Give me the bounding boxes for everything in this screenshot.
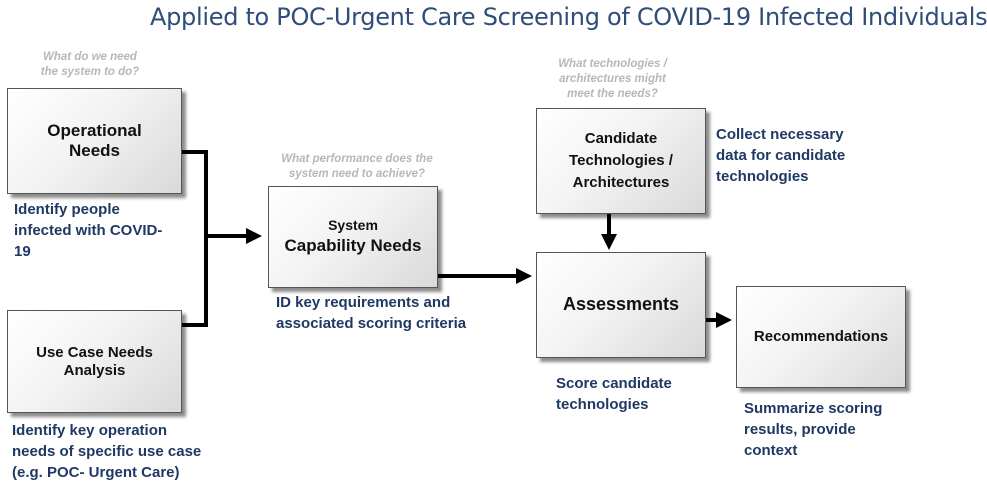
box-label-line: Analysis bbox=[63, 361, 126, 379]
note-line: Score candidate bbox=[556, 375, 672, 392]
operational-needs-box: Operational Needs bbox=[7, 88, 182, 194]
note-line: technologies bbox=[716, 168, 809, 185]
assessments-box: Assessments bbox=[536, 252, 706, 358]
box-label-line: Architectures bbox=[572, 174, 670, 191]
note-candidate: Collect necessary data for candidate tec… bbox=[716, 124, 845, 187]
box-label-line: Operational bbox=[47, 120, 142, 140]
note-line: data for candidate bbox=[716, 147, 846, 164]
system-capability-box: System Capability Needs bbox=[268, 186, 438, 288]
box-label-line: System bbox=[328, 217, 378, 234]
note-line: Collect necessary bbox=[716, 126, 844, 143]
note-line: Identify key operation bbox=[12, 422, 168, 439]
box-label-line: Needs bbox=[68, 141, 121, 160]
note-recommendations: Summarize scoring results, provide conte… bbox=[744, 398, 882, 461]
box-label-line: Use Case Needs bbox=[36, 343, 153, 361]
recommendations-box: Recommendations bbox=[736, 286, 906, 388]
question-technologies: What technologies / architectures might … bbox=[545, 57, 680, 102]
note-line: infected with COVID- bbox=[14, 222, 163, 239]
question-line: meet the needs? bbox=[567, 88, 658, 100]
note-line: ID key requirements and bbox=[276, 294, 451, 311]
question-capability: What performance does the system need to… bbox=[262, 152, 452, 182]
question-line: What do we need bbox=[43, 51, 137, 63]
use-case-needs-box: Use Case Needs Analysis bbox=[7, 310, 182, 413]
diagram-title: Applied to POC-Urgent Care Screening of … bbox=[150, 3, 987, 31]
note-line: context bbox=[744, 442, 798, 459]
note-line: needs of specific use case bbox=[12, 443, 202, 460]
note-operational: Identify people infected with COVID- 19 bbox=[14, 199, 162, 262]
question-line: What technologies / bbox=[558, 58, 667, 70]
question-line: What performance does the bbox=[281, 153, 433, 165]
box-label-line: Assessments bbox=[562, 294, 680, 315]
bracket-connector bbox=[182, 150, 208, 327]
box-label-line: Capability Needs bbox=[284, 236, 422, 256]
question-line: the system to do? bbox=[40, 66, 140, 78]
note-line: Identify people bbox=[14, 201, 120, 218]
connector-arrows bbox=[182, 150, 732, 328]
note-line: results, provide bbox=[744, 421, 856, 438]
question-line: system need to achieve? bbox=[288, 168, 426, 180]
candidate-technologies-box: Candidate Technologies / Architectures bbox=[536, 108, 706, 214]
note-assessments: Score candidate technologies bbox=[556, 373, 672, 415]
note-line: associated scoring criteria bbox=[276, 315, 467, 332]
note-line: (e.g. POC- Urgent Care) bbox=[12, 464, 180, 481]
question-operational: What do we need the system to do? bbox=[25, 50, 155, 80]
question-line: architectures might bbox=[559, 73, 666, 85]
box-label-line: Candidate bbox=[584, 130, 658, 147]
note-line: 19 bbox=[14, 243, 31, 260]
note-line: Summarize scoring bbox=[744, 400, 883, 417]
note-line: technologies bbox=[556, 396, 649, 413]
box-label-line: Recommendations bbox=[753, 328, 889, 345]
box-label-line: Technologies / bbox=[569, 152, 673, 169]
note-usecase: Identify key operation needs of specific… bbox=[12, 420, 201, 483]
note-capability: ID key requirements and associated scori… bbox=[276, 292, 466, 334]
